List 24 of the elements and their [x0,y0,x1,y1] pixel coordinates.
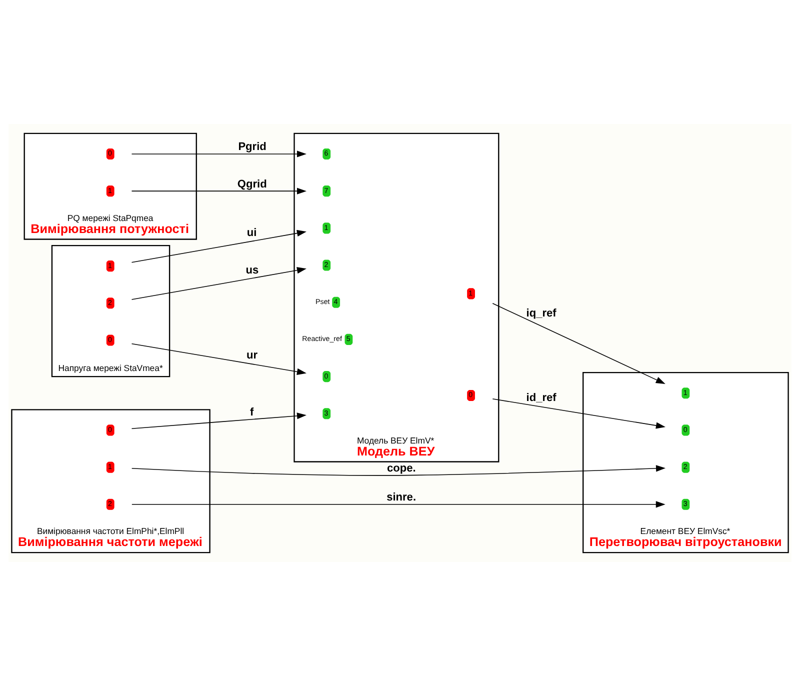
arrow [131,230,306,263]
edge-label: f [250,406,254,418]
arrow [131,267,306,300]
edge-label: ui [246,227,257,240]
arrow [131,150,306,158]
edge-label: us [246,264,259,276]
arrow [492,398,666,429]
edge-label: id_ref [526,392,556,404]
arrow [492,303,666,384]
edge-label: cope. [386,462,416,474]
arrow [132,501,666,508]
node-label: Вимірювання потужності [30,222,189,236]
arrow [131,343,306,375]
arrow [131,188,306,194]
arrow [131,412,306,430]
node-label: Перетворювач вітроустановки [589,535,782,550]
edge-label: ur [246,350,258,362]
arrow [131,465,666,476]
edge-label: iq_ref [526,308,556,320]
edge-label: sinre. [386,492,416,504]
node-label: Вимірювання частоти мережі [18,535,202,550]
edge-label: Pgrid [238,141,266,154]
node-label: Модель ВЕУ [356,444,435,458]
edge-label: Qgrid [237,178,267,190]
